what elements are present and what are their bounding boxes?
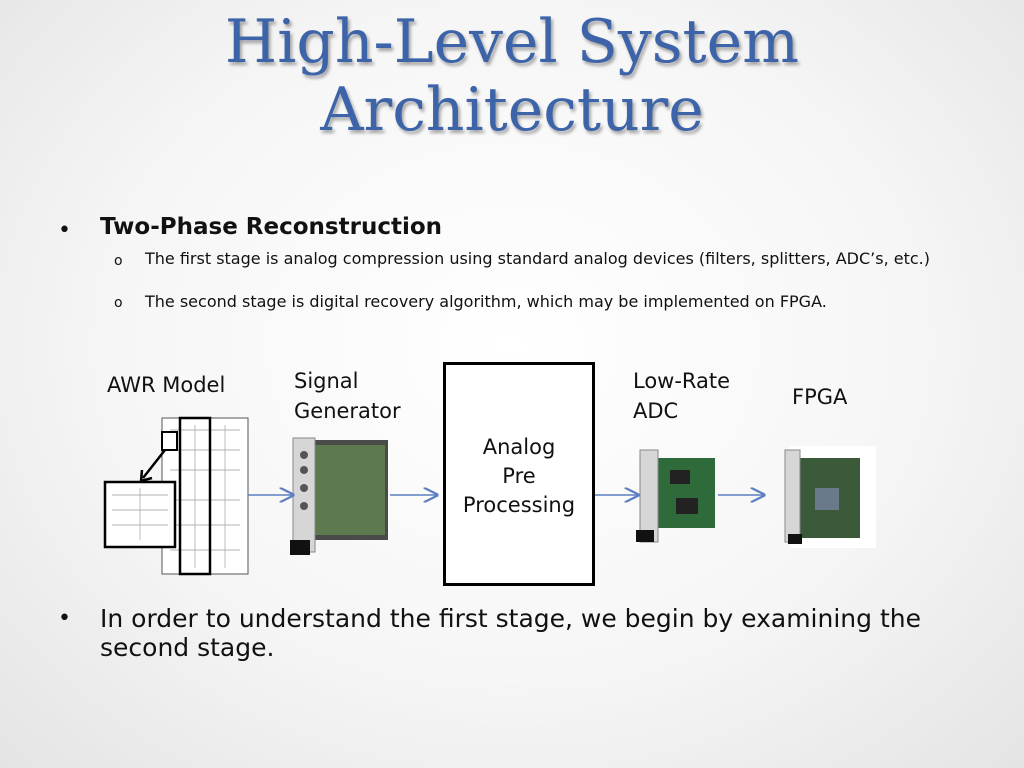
signal-label-line-1: Signal bbox=[294, 369, 359, 393]
analog-label-line-1: Analog bbox=[482, 435, 556, 459]
adc-label-line-2: ADC bbox=[633, 399, 679, 423]
title-line-2: Architecture bbox=[320, 75, 704, 145]
title-line-1: High-Level System bbox=[224, 7, 800, 77]
analog-label-line-3: Processing bbox=[462, 493, 576, 517]
analog-preprocessing-box: Analog Pre Processing bbox=[443, 362, 595, 586]
bullet-marker: • bbox=[58, 218, 71, 243]
awr-schematic-image bbox=[103, 416, 249, 576]
slide-title: High-Level System Architecture bbox=[0, 8, 1024, 144]
adc-label-line-1: Low-Rate bbox=[633, 369, 731, 393]
analog-preprocessing-label: Analog Pre Processing bbox=[446, 433, 592, 520]
signal-generator-image bbox=[290, 437, 388, 555]
analog-label-line-2: Pre bbox=[502, 464, 536, 488]
low-rate-adc-image bbox=[636, 449, 715, 543]
fpga-image bbox=[784, 446, 876, 548]
sub-bullet-second-stage: The second stage is digital recovery alg… bbox=[145, 292, 827, 311]
low-rate-adc-label: Low-Rate ADC bbox=[633, 366, 730, 426]
sub-bullet-marker: o bbox=[114, 295, 123, 311]
bullet-heading: Two-Phase Reconstruction bbox=[100, 214, 443, 240]
awr-model-label: AWR Model bbox=[107, 373, 226, 397]
sub-bullet-marker: o bbox=[114, 253, 123, 269]
fpga-label: FPGA bbox=[792, 385, 848, 409]
signal-generator-label: Signal Generator bbox=[294, 366, 401, 426]
sub-bullet-first-stage: The first stage is analog compression us… bbox=[145, 249, 930, 268]
bullet-marker: • bbox=[58, 606, 71, 631]
signal-label-line-2: Generator bbox=[294, 399, 401, 423]
bullet-second-stage-note: In order to understand the first stage, … bbox=[100, 604, 921, 662]
